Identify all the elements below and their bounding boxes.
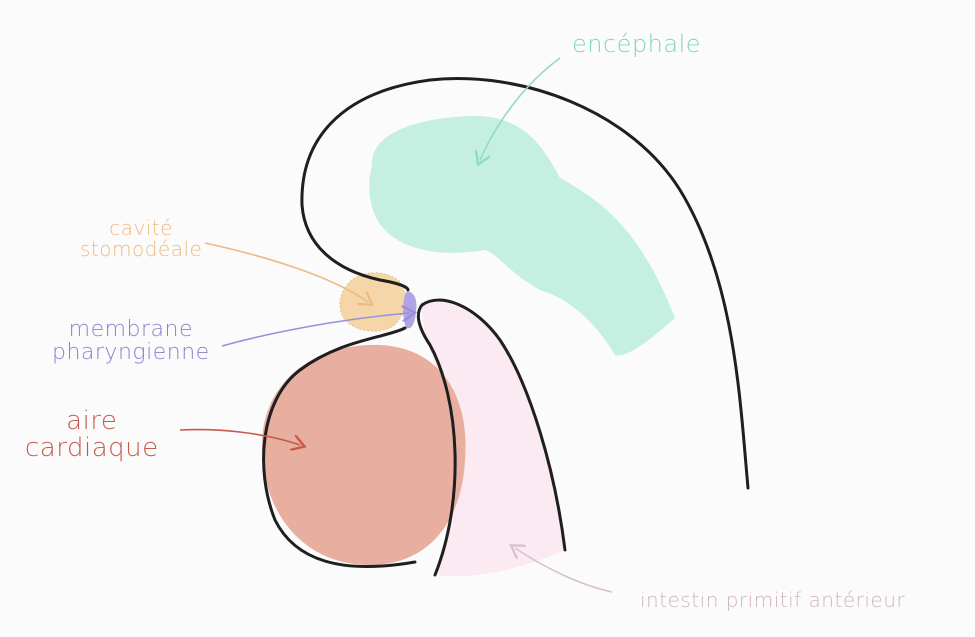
encephale-region xyxy=(369,115,675,356)
cavite-label-line2: stomodéale xyxy=(80,237,203,261)
aire-label-line2: cardiaque xyxy=(25,433,159,464)
outer-outline xyxy=(300,77,750,490)
ventral-outline xyxy=(262,326,417,569)
encephale-label: encéphale xyxy=(572,30,702,58)
cavite-stomodeale-label: cavité stomodéale xyxy=(80,218,202,260)
cavite-label-line1: cavité xyxy=(109,216,174,240)
intestin-region xyxy=(421,301,565,577)
intestin-label-text: intestin primitif antérieur xyxy=(640,588,906,612)
aire-arrow xyxy=(179,428,300,445)
membrane-arrow xyxy=(221,313,410,347)
encephale-arrow xyxy=(480,57,561,160)
aire-label-line1: aire xyxy=(66,406,118,436)
aire-cardiaque-region xyxy=(262,344,466,565)
membrane-label-line2: pharyngienne xyxy=(52,340,210,366)
membrane-pharyngienne-region xyxy=(403,291,417,329)
intestin-primitif-label: intestin primitif antérieur xyxy=(640,590,905,611)
cavite-arrow xyxy=(204,242,368,302)
encephale-label-text: encéphale xyxy=(572,30,702,58)
intestin-arrow xyxy=(515,548,613,593)
aire-cardiaque-label: aire cardiaque xyxy=(25,406,159,464)
foregut-outline xyxy=(416,298,567,577)
membrane-pharyngienne-label: membrane pharyngienne xyxy=(52,318,210,364)
cavite-stomodeale-region xyxy=(339,272,406,332)
membrane-label-line1: membrane xyxy=(68,317,194,342)
